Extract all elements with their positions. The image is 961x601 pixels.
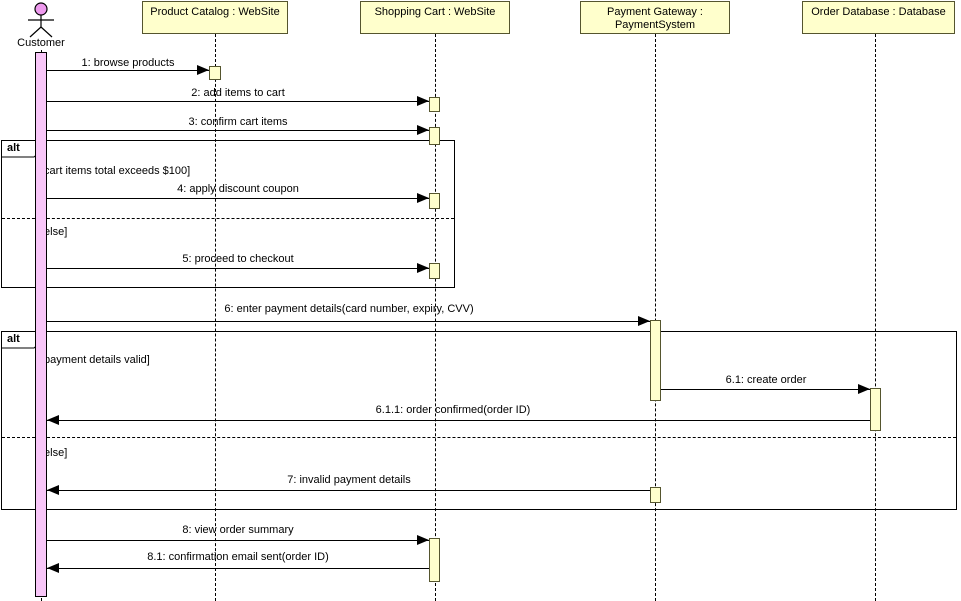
message-label-confirm-cart: 3: confirm cart items (188, 116, 288, 128)
message-arrow-confirmation-email (47, 563, 430, 573)
activation-shopping-cart-2 (429, 127, 440, 145)
lifeline-order-database (875, 34, 876, 601)
lifeline-head-product-catalog[interactable]: Product Catalog : WebSite (142, 1, 288, 34)
alt-fragment-payment: alt (1, 331, 957, 510)
activation-product-catalog (209, 66, 221, 80)
activation-payment-gateway-1 (650, 320, 661, 401)
message-arrow-view-summary (47, 535, 429, 545)
lifeline-head-label: Order Database : Database (811, 6, 946, 18)
message-label-confirmation-email: 8.1: confirmation email sent(order ID) (147, 551, 329, 563)
activation-order-database (870, 388, 881, 431)
lifeline-head-shopping-cart[interactable]: Shopping Cart : WebSite (360, 1, 510, 34)
actor-customer-icon[interactable] (21, 1, 61, 44)
message-label-view-summary: 8: view order summary (182, 524, 294, 536)
activation-payment-gateway-2 (650, 487, 661, 503)
lifeline-shopping-cart (435, 34, 436, 601)
message-label-create-order: 6.1: create order (725, 374, 807, 386)
activation-shopping-cart-4 (429, 263, 440, 279)
message-arrow-browse-products (47, 65, 209, 75)
message-label-proceed-checkout: 5: proceed to checkout (182, 253, 294, 265)
message-label-browse-products: 1: browse products (81, 57, 175, 69)
guard-else-2: [else] (41, 447, 68, 459)
actor-customer-label: Customer (17, 37, 65, 49)
message-arrow-invalid-payment (47, 485, 650, 495)
fragment-divider (2, 218, 454, 219)
lifeline-head-label: Shopping Cart : WebSite (374, 6, 496, 18)
lifeline-payment-gateway (655, 34, 656, 601)
activation-shopping-cart-3 (429, 193, 440, 209)
fragment-operator: alt (7, 333, 20, 345)
lifeline-head-order-database[interactable]: Order Database : Database (802, 1, 955, 34)
message-arrow-create-order (661, 384, 870, 394)
activation-shopping-cart-1 (429, 97, 440, 112)
alt-fragment-discount: alt (1, 140, 455, 288)
lifeline-head-payment-gateway[interactable]: Payment Gateway : PaymentSystem (580, 1, 730, 34)
message-label-invalid-payment: 7: invalid payment details (287, 474, 411, 486)
message-arrow-order-confirmed (47, 415, 871, 425)
activation-shopping-cart-5 (429, 538, 440, 582)
message-label-order-confirmed: 6.1.1: order confirmed(order ID) (375, 404, 531, 416)
lifeline-product-catalog (215, 34, 216, 601)
fragment-operator: alt (7, 142, 20, 154)
message-arrow-enter-payment (47, 316, 650, 326)
message-label-add-items: 2: add items to cart (191, 87, 285, 99)
lifeline-head-label: Product Catalog : WebSite (150, 6, 280, 18)
fragment-divider (2, 437, 956, 438)
guard-payment-valid: [payment details valid] (41, 354, 150, 366)
activation-customer (35, 52, 47, 597)
message-arrow-apply-coupon (47, 193, 429, 203)
lifeline-head-label: Payment Gateway : (607, 6, 703, 18)
message-label-enter-payment: 6: enter payment details(card number, ex… (224, 303, 474, 315)
message-label-apply-coupon: 4: apply discount coupon (177, 183, 299, 195)
guard-else-1: [else] (41, 226, 68, 238)
message-arrow-proceed-checkout (47, 263, 429, 273)
guard-cart-total: [cart items total exceeds $100] (41, 165, 191, 177)
message-arrow-add-items (47, 96, 429, 106)
message-arrow-confirm-cart (47, 125, 429, 135)
